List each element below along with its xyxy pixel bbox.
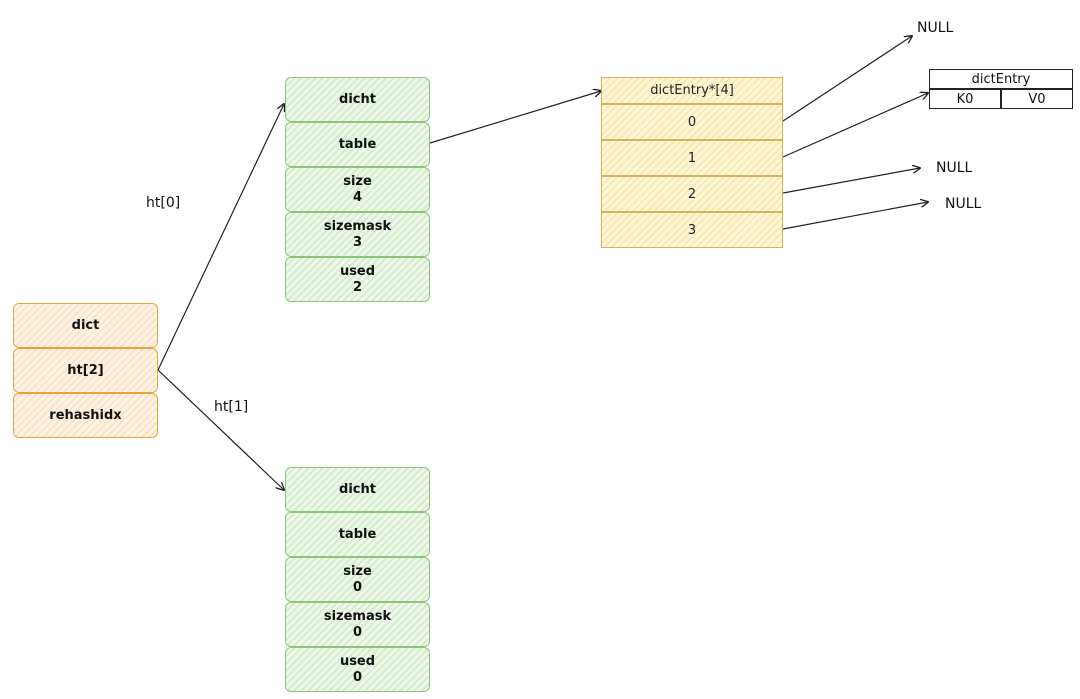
ht0-field-dicht: dicht [285, 77, 430, 122]
dict-field-ht: ht[2] [13, 348, 158, 393]
dict-entry-value: V0 [1001, 89, 1073, 109]
null-label-slot2: NULL [936, 160, 973, 176]
dict-entry-key: K0 [929, 89, 1001, 109]
ht0-field-table: table [285, 122, 430, 167]
dict-field-rehashidx: rehashidx [13, 393, 158, 438]
arrow-slot1-to-entry [782, 93, 928, 158]
table-array-header: dictEntry*[4] [601, 77, 783, 104]
arrow-slot3-to-null [782, 202, 928, 230]
table-slot-3: 3 [601, 212, 783, 248]
dict-entry-title: dictEntry [929, 69, 1073, 89]
arrow-table-to-array [429, 91, 601, 144]
table-slot-1: 1 [601, 140, 783, 176]
arrow-slot2-to-null [782, 168, 920, 194]
arrow-dict-to-ht0 [157, 104, 284, 371]
ht1-field-size: size 0 [285, 557, 430, 602]
ht0-field-sizemask: sizemask 3 [285, 212, 430, 257]
arrow-dict-to-ht1 [157, 369, 284, 490]
edge-label-ht0: ht[0] [146, 195, 181, 211]
null-label-slot0: NULL [917, 20, 954, 36]
arrow-slot0-to-null [782, 36, 912, 122]
ht1-field-table: table [285, 512, 430, 557]
dict-field-name: dict [13, 303, 158, 348]
ht0-field-used: used 2 [285, 257, 430, 302]
ht1-field-used: used 0 [285, 647, 430, 692]
table-slot-0: 0 [601, 104, 783, 140]
ht0-field-size: size 4 [285, 167, 430, 212]
ht1-field-sizemask: sizemask 0 [285, 602, 430, 647]
null-label-slot3: NULL [945, 196, 982, 212]
edge-label-ht1: ht[1] [214, 399, 249, 415]
table-slot-2: 2 [601, 176, 783, 212]
ht1-field-dicht: dicht [285, 467, 430, 512]
